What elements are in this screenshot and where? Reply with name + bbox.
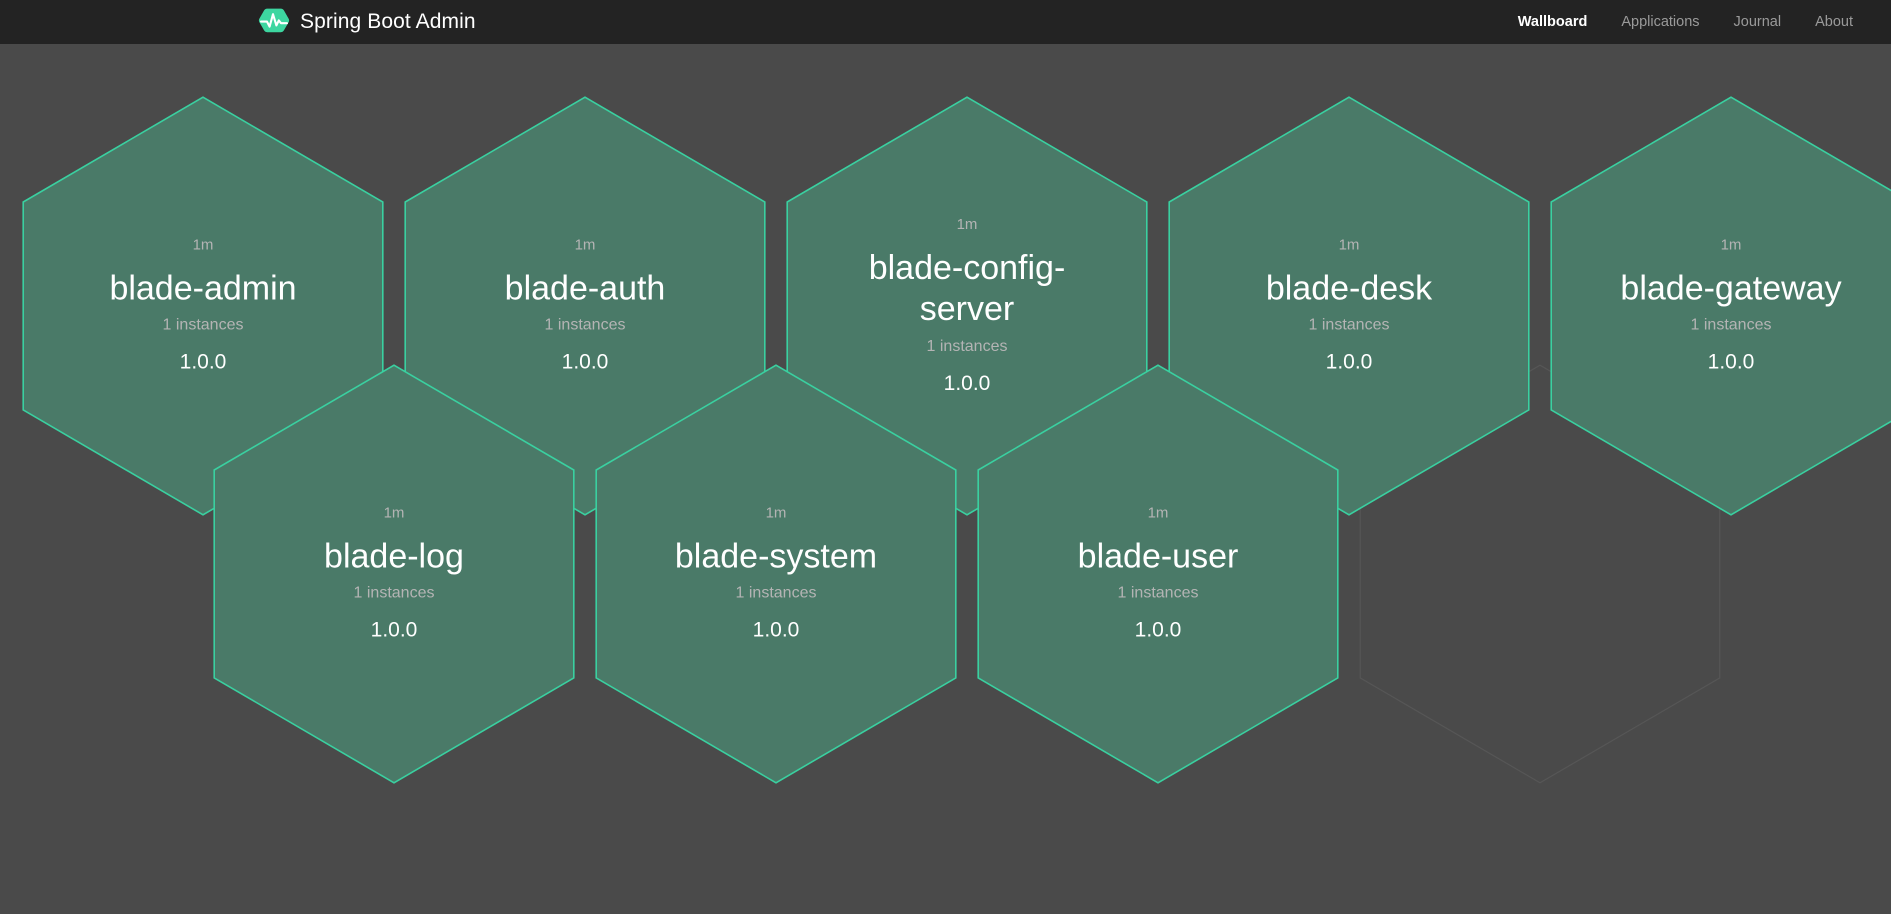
hexagon-shape	[22, 96, 384, 516]
hexagon-shape	[595, 364, 957, 784]
hexagon-shape	[1168, 96, 1530, 516]
hexagon-shape	[977, 364, 1339, 784]
nav-link-wallboard[interactable]: Wallboard	[1517, 14, 1588, 30]
nav-link-journal[interactable]: Journal	[1733, 14, 1782, 30]
nav-links: Wallboard Applications Journal About	[1518, 0, 1853, 44]
brand-home-link[interactable]: Spring Boot Admin	[258, 0, 476, 44]
nav-link-about[interactable]: About	[1815, 14, 1853, 30]
hexagon-shape	[213, 364, 575, 784]
hexagon-shape	[1550, 96, 1891, 516]
hexagon-shape	[786, 96, 1148, 516]
brand-title: Spring Boot Admin	[300, 10, 476, 33]
top-navbar: Spring Boot Admin Wallboard Applications J…	[0, 0, 1891, 44]
nav-link-applications[interactable]: Applications	[1621, 14, 1700, 30]
heartbeat-hexagon-icon	[258, 6, 290, 38]
hexagon-shape	[404, 96, 766, 516]
